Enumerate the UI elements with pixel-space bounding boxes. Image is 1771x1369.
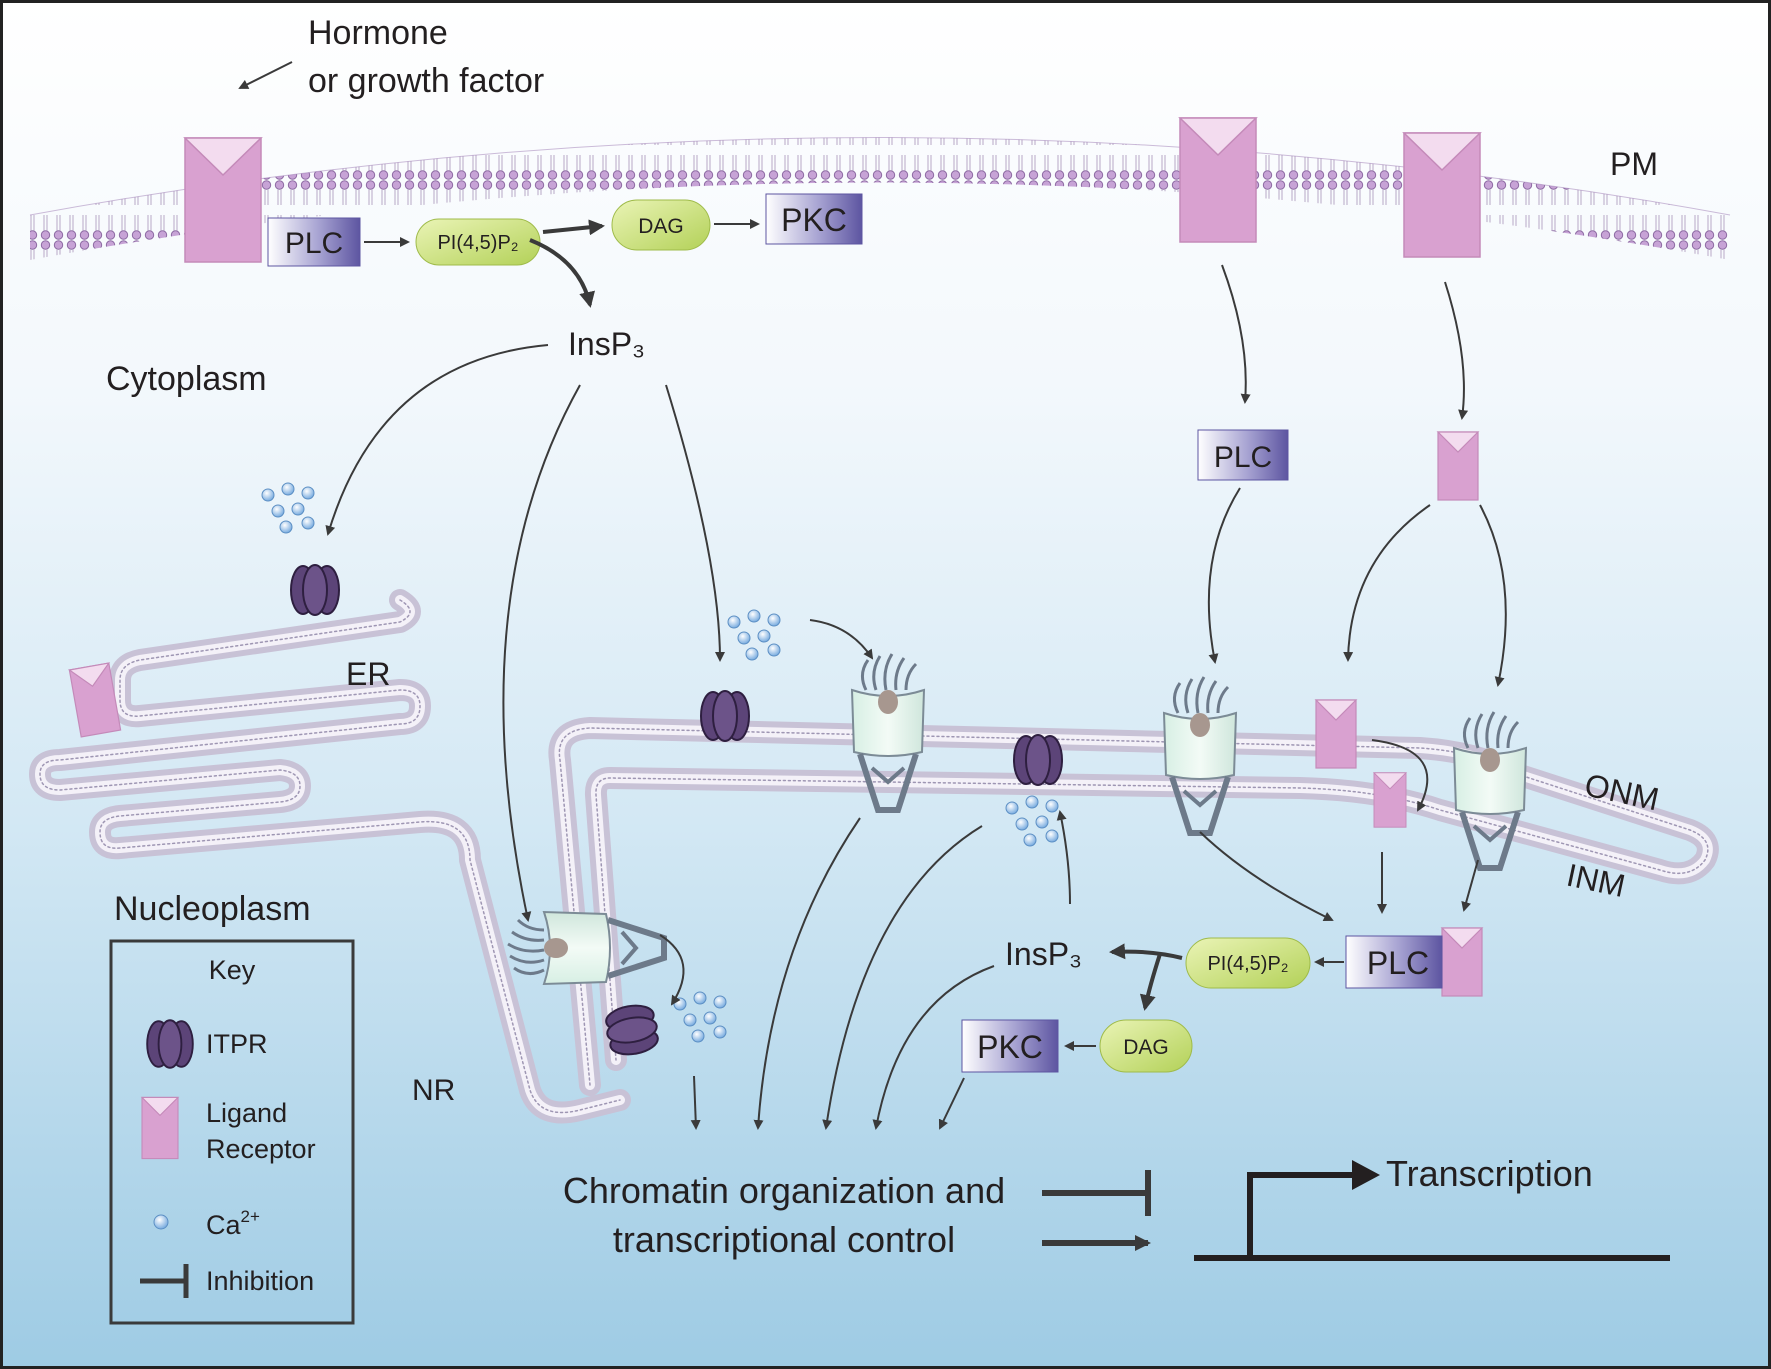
svg-text:PLC: PLC [285,227,343,260]
hormone-label: Hormone [308,14,448,52]
legend-itpr-label: ITPR [206,1029,268,1059]
insp3-top-label: InsP₃ [568,326,645,362]
itpr-icon-er [290,564,340,616]
nuclear-envelope [548,717,1719,1096]
transcription-label: Transcription [1386,1153,1593,1194]
legend-receptor-label: Receptor [206,1134,316,1164]
svg-text:PLC: PLC [1214,441,1272,474]
legend-inhibition-label: Inhibition [206,1266,314,1296]
itpr-icon-inm [1013,734,1063,786]
receptor-icon-pm-left [184,137,262,263]
legend-box: Key ITPR Ligand Receptor Ca2+ Inhibition [109,939,355,1325]
endoplasmic-reticulum [29,589,631,1124]
growth-factor-label: or growth factor [308,62,544,100]
svg-text:PI(4,5)P₂: PI(4,5)P₂ [437,232,518,254]
chromatin-label-line2: transcriptional control [613,1219,955,1260]
legend-title: Key [209,955,256,985]
legend-itpr-icon [146,1019,194,1069]
plc-pm: PLC [267,217,361,267]
nr-label: NR [412,1074,455,1107]
dag-pm: DAG [611,199,711,251]
legend-inhibition-icon [140,1264,189,1298]
pip2-nuclear: PI(4,5)P₂ [1185,937,1311,989]
receptor-icon-pm-middle [1179,117,1257,243]
svg-text:DAG: DAG [1123,1036,1169,1059]
dag-nuclear: DAG [1099,1019,1193,1073]
legend-ligand-label: Ligand [206,1098,287,1128]
receptor-icon-cytoplasm [1437,431,1479,501]
svg-text:PI(4,5)P₂: PI(4,5)P₂ [1207,953,1288,975]
receptor-icon-inm [1373,772,1407,828]
legend-receptor-icon [141,1096,179,1160]
plc-cytoplasm: PLC [1197,429,1289,481]
pkc-nuclear: PKC [961,1019,1059,1073]
itpr-icon-onm [700,690,750,742]
pm-label: PM [1610,146,1658,182]
plasma-membrane [30,137,1730,260]
legend-calcium-label: Ca2+ [206,1207,260,1240]
nucleoplasm-label: Nucleoplasm [114,890,311,928]
receptor-icon-nucleoplasm [1441,927,1483,997]
inhibition-arrow [1042,1170,1151,1216]
pkc-pm: PKC [765,193,863,245]
legend-calcium-icon [153,1214,169,1230]
pip2-pm: PI(4,5)P₂ [415,218,541,266]
cytoplasm-label: Cytoplasm [106,360,267,398]
svg-text:PLC: PLC [1367,945,1429,981]
svg-text:PKC: PKC [781,202,847,238]
chromatin-label-line1: Chromatin organization and [563,1170,1005,1211]
svg-text:DAG: DAG [638,215,684,238]
svg-text:PKC: PKC [977,1029,1043,1065]
plc-nuclear: PLC [1345,935,1443,989]
er-label: ER [346,656,390,692]
receptor-icon-pm-right [1403,132,1481,258]
receptor-icon-onm [1315,699,1357,769]
insp3-nuclear-label: InsP₃ [1005,936,1082,972]
transcription-gene [1194,1160,1670,1261]
